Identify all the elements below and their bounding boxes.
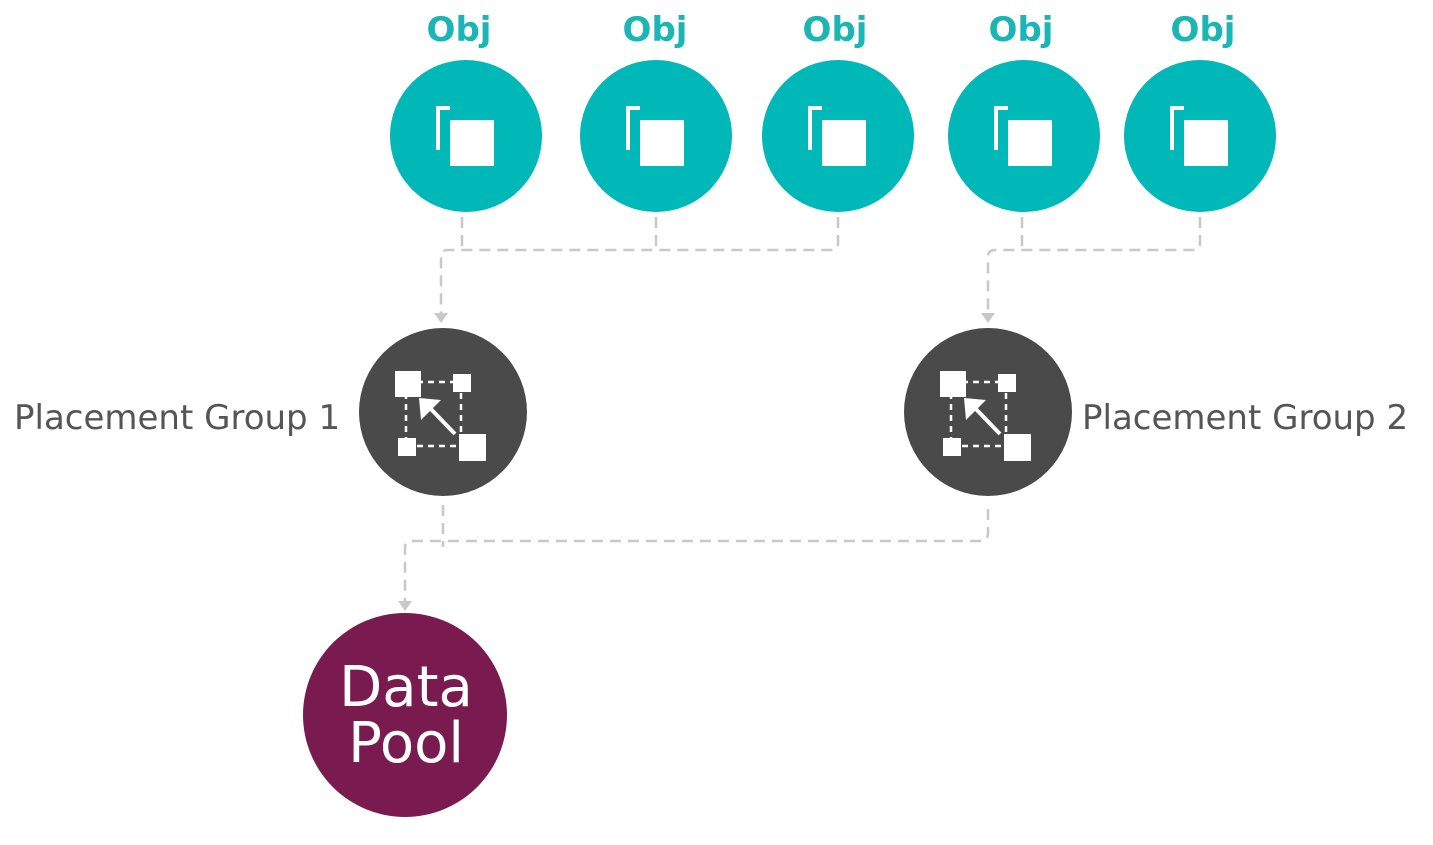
object-label-5: Obj: [1170, 10, 1236, 50]
data-pool-label: Data Pool: [304, 660, 508, 772]
placement-group-label-2: Placement Group 2: [1082, 398, 1409, 438]
object-node-3: [762, 60, 914, 212]
object-node-4: [948, 60, 1100, 212]
connector-pgs-to-pool: [403, 505, 990, 602]
placement-group-node-1: [359, 328, 527, 496]
placement-group-node-2: [904, 328, 1072, 496]
object-node-5: [1124, 60, 1276, 212]
connector-objects-to-pg1: [439, 217, 840, 314]
arrowhead-to-pg2: [981, 313, 995, 323]
arrowhead-to-pool: [398, 601, 412, 611]
data-pool-label-line1: Data: [339, 655, 473, 720]
object-node-2: [580, 60, 732, 212]
data-pool-node: [303, 613, 507, 817]
object-node-1: [390, 60, 542, 212]
data-pool-label-line2: Pool: [348, 711, 464, 776]
connector-objects-to-pg2: [986, 217, 1202, 314]
object-label-4: Obj: [988, 10, 1054, 50]
placement-group-label-1: Placement Group 1: [14, 398, 341, 438]
arrowhead-to-pg1: [434, 313, 448, 323]
object-label-3: Obj: [802, 10, 868, 50]
object-label-2: Obj: [622, 10, 688, 50]
object-label-1: Obj: [426, 10, 492, 50]
